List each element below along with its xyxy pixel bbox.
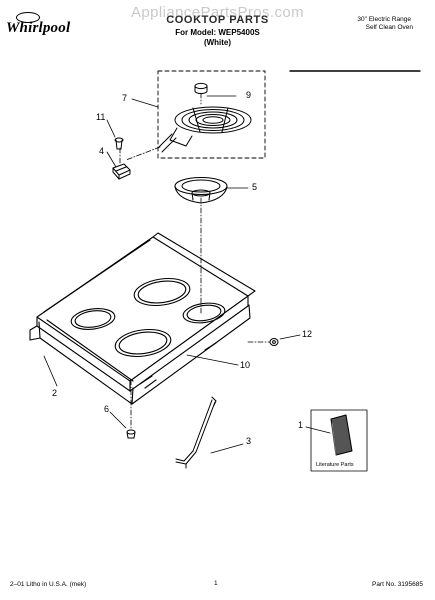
element-cap-drawing [194, 82, 208, 95]
surface-element-drawing [157, 106, 252, 153]
callout-7: 7 [122, 93, 128, 103]
color-line: (White) [203, 38, 232, 47]
callout-2: 2 [52, 388, 58, 398]
screw-11-drawing [114, 137, 124, 150]
screw-6-drawing [126, 429, 136, 439]
cooktop-drawing [29, 232, 256, 405]
model-line: For Model: WEP5400S [175, 28, 260, 37]
callout-5: 5 [252, 182, 258, 192]
bracket-drawing [175, 396, 217, 469]
terminal-block-drawing [112, 163, 131, 180]
callout-6: 6 [104, 404, 110, 414]
product-line-1: 30" Electric Range [357, 16, 411, 23]
callout-11: 11 [96, 112, 106, 122]
literature-booklet-drawing [310, 409, 368, 472]
literature-parts-label: Literature Parts [316, 462, 354, 468]
brand-logo: Whirlpool [6, 20, 71, 36]
print-info: 2–01 Litho in U.S.A. (mek) [10, 581, 87, 588]
callout-3: 3 [246, 436, 252, 446]
drip-bowl-drawing [174, 177, 228, 204]
callout-10: 10 [240, 360, 251, 370]
callout-12: 12 [302, 329, 313, 339]
page-number: 1 [214, 580, 218, 587]
part-number: Part No. 3195685 [372, 581, 423, 588]
brand-logo-ring [16, 12, 40, 23]
callout-9: 9 [246, 90, 252, 100]
callout-4: 4 [99, 146, 105, 156]
watermark: AppliancePartsPros.com [130, 4, 305, 21]
callout-1: 1 [298, 420, 304, 430]
clip-12-drawing [269, 338, 279, 346]
page-title: COOKTOP PARTS [166, 14, 269, 26]
product-line-2: Self Clean Oven [365, 24, 413, 31]
element-assembly-box [157, 70, 266, 159]
